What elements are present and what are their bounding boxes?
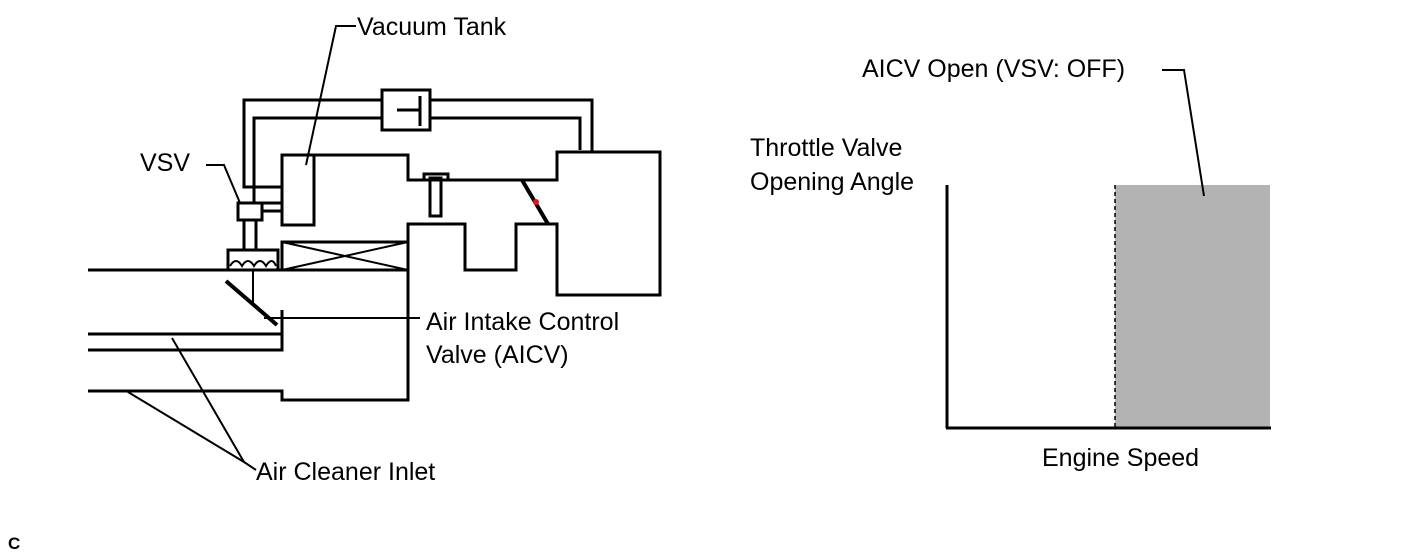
throttle-chamber	[314, 150, 592, 182]
duct-partition	[88, 332, 284, 352]
leader-air-cleaner	[127, 337, 257, 471]
filter-cross	[281, 241, 409, 271]
label-aicv-line2: Valve (AICV)	[426, 341, 569, 369]
vsv-body	[236, 201, 264, 222]
corner-mark: C	[8, 534, 20, 553]
injector-cap	[422, 172, 450, 182]
diaphragm-actuator	[226, 248, 280, 272]
operating-range-graph	[945, 69, 1271, 430]
label-air-cleaner-inlet: Air Cleaner Inlet	[256, 458, 435, 486]
leader-vacuum-tank	[305, 25, 356, 166]
intake-schematic	[88, 25, 662, 471]
label-vacuum-tank: Vacuum Tank	[357, 13, 507, 41]
air-filter-element	[280, 240, 410, 272]
label-x-axis: Engine Speed	[1042, 444, 1199, 472]
leader-vsv	[206, 164, 241, 204]
vacuum-tank	[280, 153, 316, 227]
throttle-pivot-dot	[533, 199, 539, 205]
leader-aicv-open	[1162, 69, 1205, 197]
label-aicv-line1: Air Intake Control	[426, 308, 619, 336]
vacuum-hose-link	[244, 185, 282, 205]
duct-bottom-wall	[88, 98, 662, 402]
injector	[428, 176, 443, 218]
label-aicv-open: AICV Open (VSV: OFF)	[862, 55, 1125, 83]
vsv-stem	[242, 209, 282, 250]
label-y-axis-line1: Throttle Valve	[750, 134, 902, 162]
check-valve-symbol	[397, 96, 422, 126]
label-y-axis-line2: Opening Angle	[750, 168, 914, 196]
diaphragm-wave	[229, 260, 277, 268]
aicv-open-region	[1115, 185, 1270, 428]
label-vsv: VSV	[140, 149, 190, 177]
